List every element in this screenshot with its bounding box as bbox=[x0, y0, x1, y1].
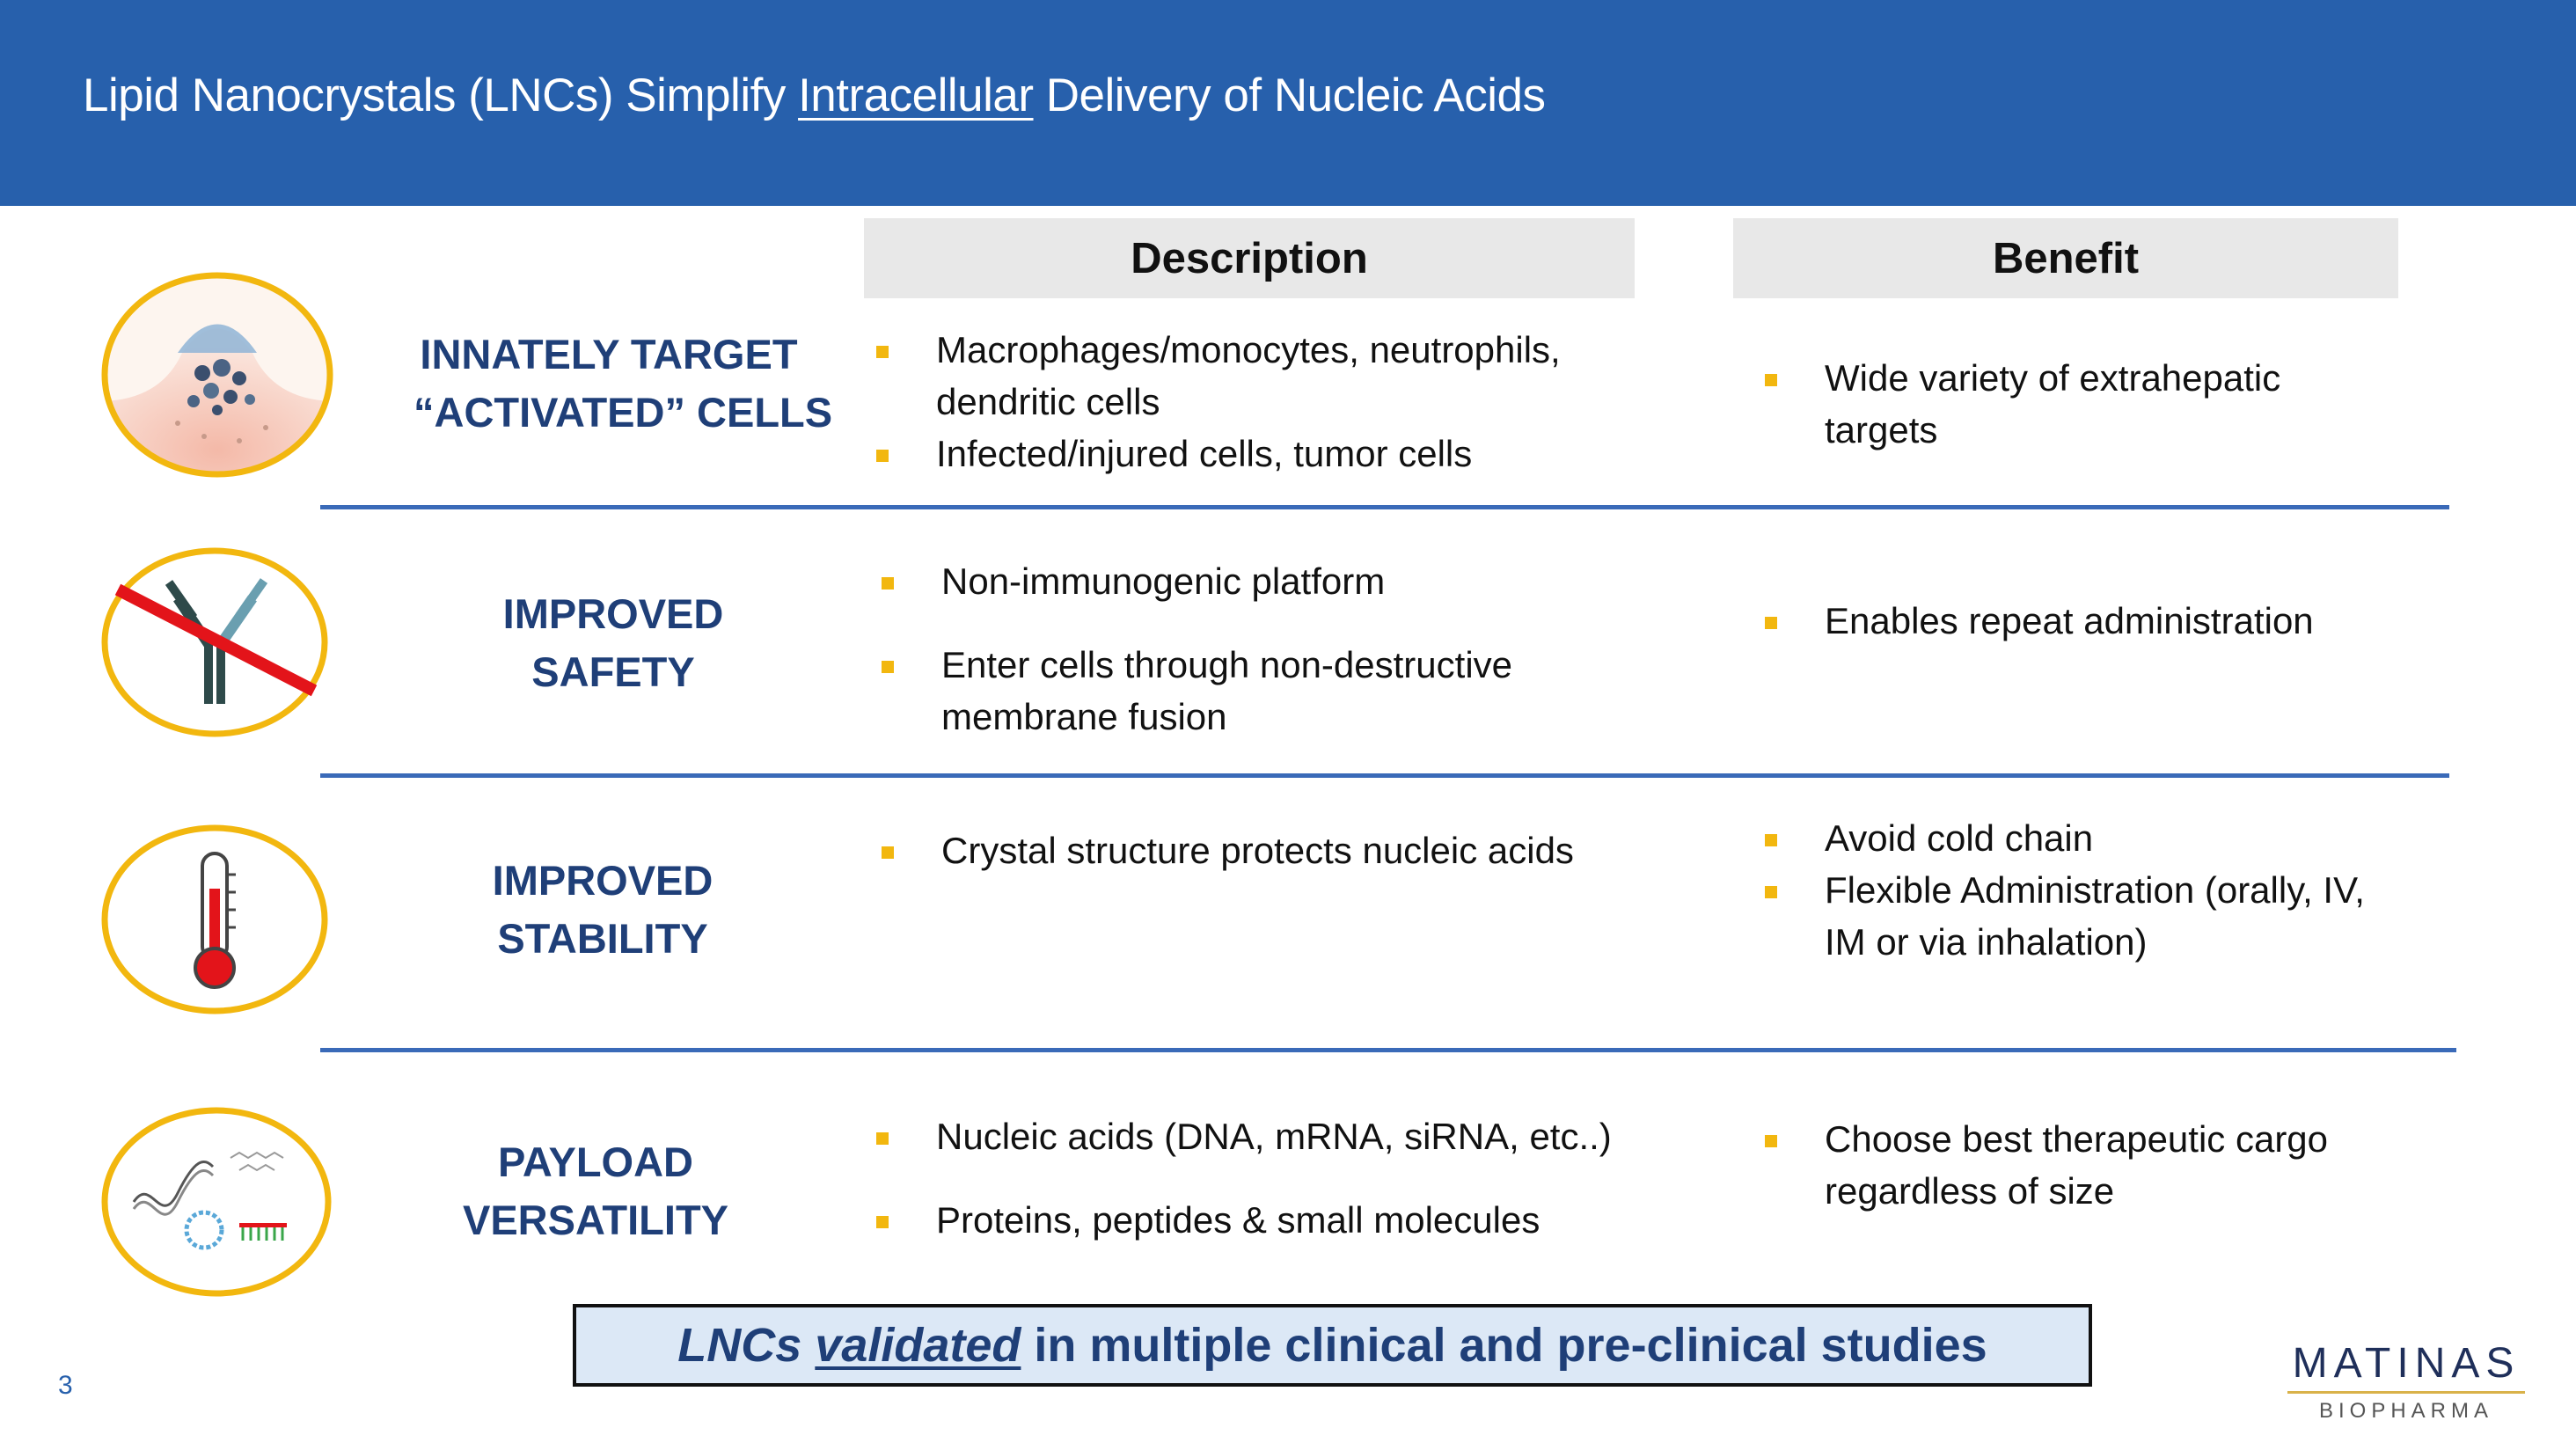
feature-line: INNATELY TARGET bbox=[420, 331, 798, 377]
row-divider bbox=[320, 773, 2449, 778]
benefit-list-stability: Avoid cold chain Flexible Administration… bbox=[1765, 812, 2398, 968]
description-list-targeting: Macrophages/monocytes, neutrophils, dend… bbox=[876, 324, 1650, 480]
feature-line: “ACTIVATED” CELLS bbox=[413, 389, 833, 436]
page-number: 3 bbox=[58, 1371, 73, 1400]
activated-cells-icon bbox=[101, 272, 333, 478]
bullet-item: Infected/injured cells, tumor cells bbox=[876, 428, 1650, 480]
header-bar: Lipid Nanocrystals (LNCs) Simplify Intra… bbox=[0, 0, 2576, 206]
thermometer-icon bbox=[101, 824, 328, 1014]
no-antibody-icon bbox=[101, 547, 328, 737]
bullet-item: Flexible Administration (orally, IV, IM … bbox=[1765, 864, 2398, 968]
description-list-versatility: Nucleic acids (DNA, mRNA, siRNA, etc..) … bbox=[876, 1110, 1668, 1246]
bullet-item: Crystal structure protects nucleic acids bbox=[882, 824, 1638, 876]
bullet-item: Avoid cold chain bbox=[1765, 812, 2398, 864]
logo-rule bbox=[2287, 1391, 2525, 1394]
bullet-item: Non-immunogenic platform bbox=[882, 555, 1603, 607]
feature-line: IMPROVED bbox=[492, 857, 714, 904]
banner-validated: validated bbox=[815, 1319, 1021, 1372]
feature-line: IMPROVED bbox=[502, 590, 724, 637]
description-column-header: Description bbox=[864, 218, 1635, 298]
logo-subtitle: BIOPHARMA bbox=[2318, 1399, 2494, 1423]
bullet-item: Enter cells through non-destructive memb… bbox=[882, 639, 1603, 743]
feature-line: PAYLOAD bbox=[498, 1139, 693, 1185]
title-text-end: Delivery of Nucleic Acids bbox=[1033, 70, 1546, 121]
row-divider bbox=[320, 1048, 2456, 1052]
logo-wordmark: MATINAS bbox=[2292, 1340, 2521, 1387]
description-list-safety: Non-immunogenic platform Enter cells thr… bbox=[882, 555, 1603, 743]
slide-title: Lipid Nanocrystals (LNCs) Simplify Intra… bbox=[83, 69, 1546, 122]
feature-label-versatility: PAYLOAD VERSATILITY bbox=[413, 1133, 778, 1249]
banner-text: in multiple clinical and pre-clinical st… bbox=[1021, 1319, 1987, 1372]
company-logo: MATINAS BIOPHARMA bbox=[2270, 1339, 2543, 1424]
bullet-item: Enables repeat administration bbox=[1765, 595, 2398, 647]
row-divider bbox=[320, 505, 2449, 509]
feature-label-targeting: INNATELY TARGET “ACTIVATED” CELLS bbox=[413, 326, 833, 442]
bullet-item: Choose best therapeutic cargo regardless… bbox=[1765, 1113, 2381, 1217]
benefit-column-header: Benefit bbox=[1733, 218, 2398, 298]
banner-lncs: LNCs bbox=[677, 1319, 802, 1372]
feature-label-stability: IMPROVED STABILITY bbox=[422, 852, 783, 968]
feature-line: STABILITY bbox=[497, 915, 708, 962]
feature-label-safety: IMPROVED SAFETY bbox=[413, 585, 813, 701]
feature-line: SAFETY bbox=[531, 648, 695, 695]
title-text-underlined: Intracellular bbox=[798, 70, 1034, 121]
feature-line: VERSATILITY bbox=[462, 1197, 729, 1243]
bullet-item: Proteins, peptides & small molecules bbox=[876, 1194, 1668, 1246]
description-list-stability: Crystal structure protects nucleic acids bbox=[882, 824, 1638, 876]
bullet-item: Wide variety of extrahepatic targets bbox=[1765, 352, 2398, 456]
benefit-list-safety: Enables repeat administration bbox=[1765, 595, 2398, 647]
bullet-item: Macrophages/monocytes, neutrophils, dend… bbox=[876, 324, 1650, 428]
bullet-item: Nucleic acids (DNA, mRNA, siRNA, etc..) bbox=[876, 1110, 1668, 1162]
molecules-icon bbox=[101, 1107, 332, 1297]
validation-banner: LNCs validated in multiple clinical and … bbox=[573, 1304, 2092, 1387]
benefit-list-versatility: Choose best therapeutic cargo regardless… bbox=[1765, 1113, 2381, 1217]
title-text-start: Lipid Nanocrystals (LNCs) Simplify bbox=[83, 70, 799, 121]
benefit-list-targeting: Wide variety of extrahepatic targets bbox=[1765, 352, 2398, 456]
